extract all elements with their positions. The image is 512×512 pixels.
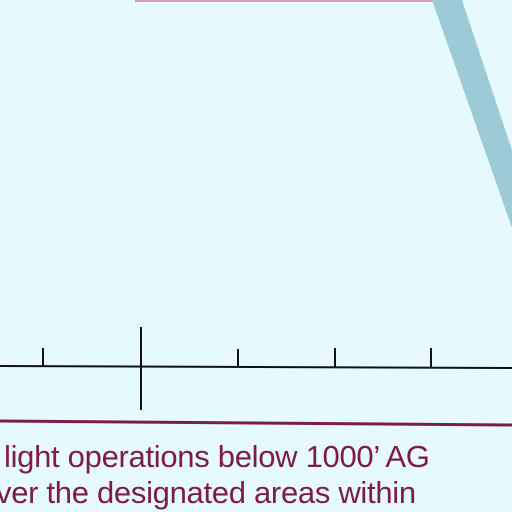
airspace-note-line-2: ver the designated areas within [0,475,416,510]
water-feature [432,0,512,228]
scale-bar [0,327,512,410]
scale-bar-line [0,365,512,369]
boundary-line [0,419,512,427]
top-boundary-strip [135,0,435,2]
airspace-note-line-1: light operations below 1000’ AG [4,439,430,474]
